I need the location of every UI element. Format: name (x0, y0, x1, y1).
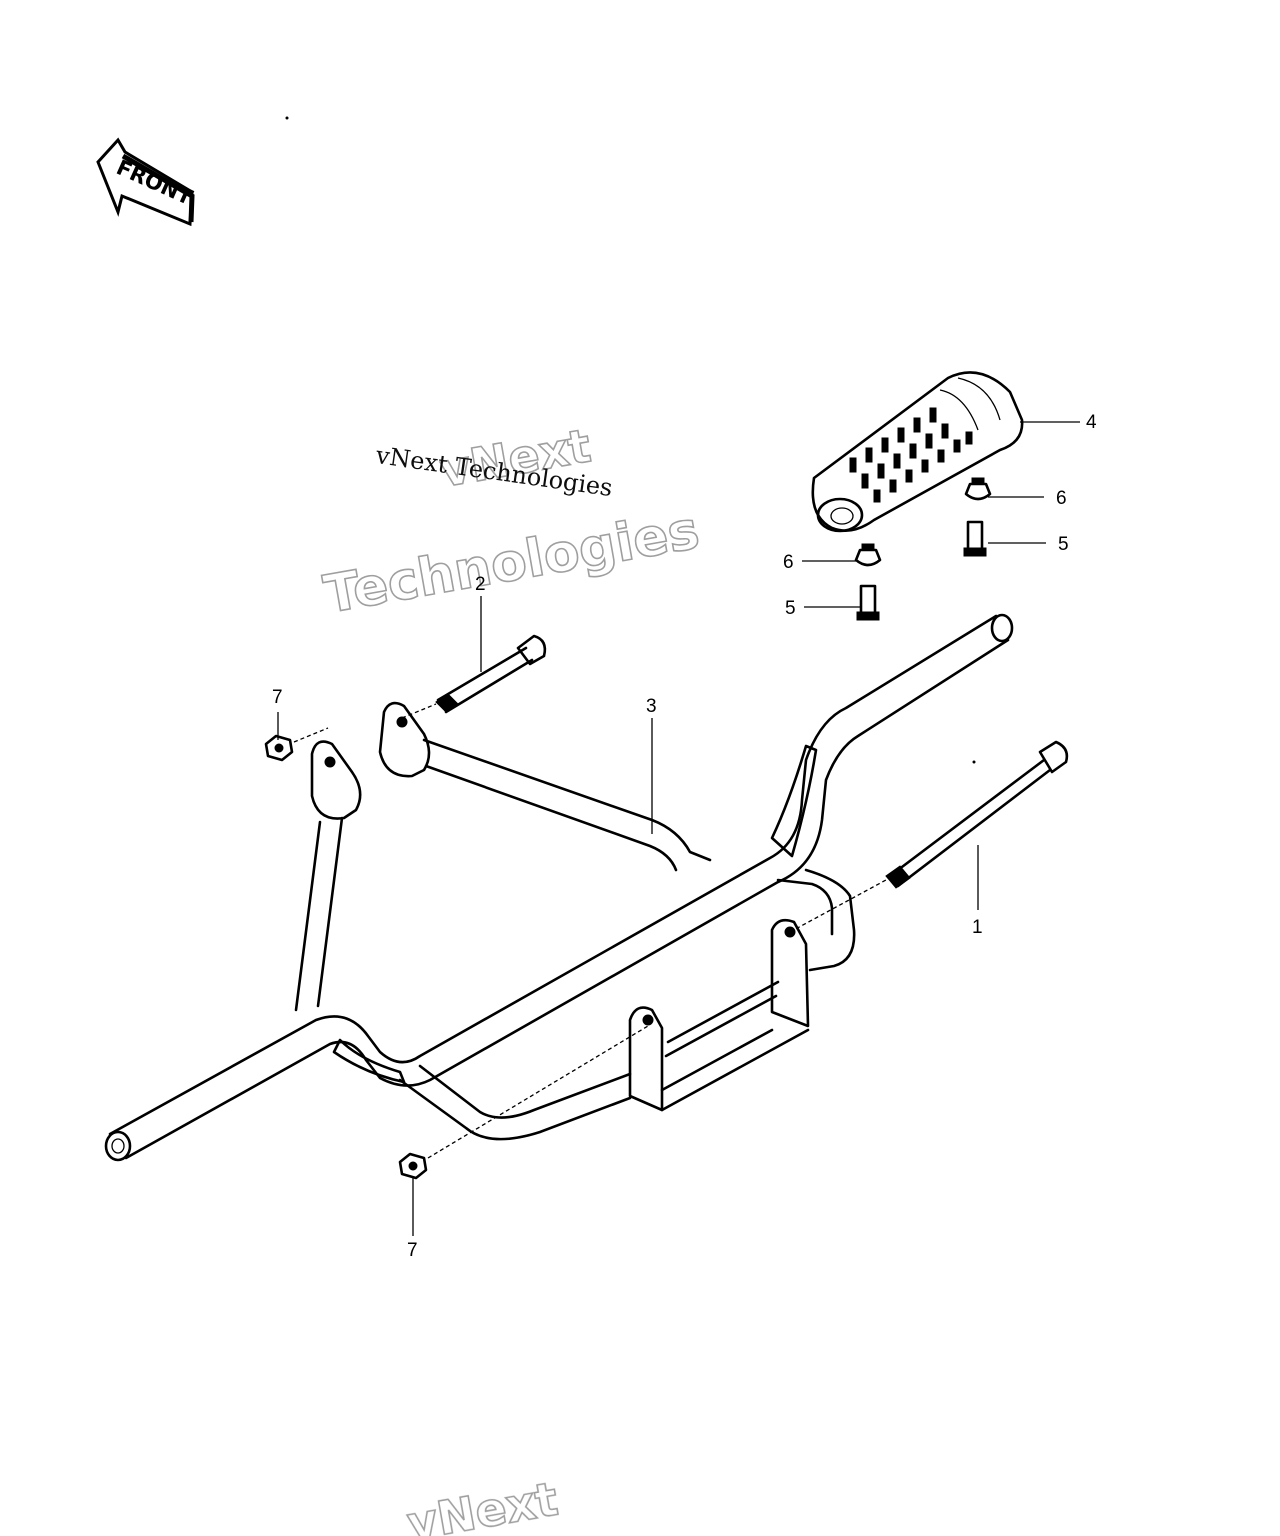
callout-7b: 7 (407, 1240, 418, 1261)
footpeg-rubber-icon (811, 371, 1024, 533)
front-arrow-icon: FRONT (96, 137, 197, 227)
callout-4: 4 (1086, 412, 1097, 433)
callout-6b: 6 (783, 552, 794, 573)
small-bolt-icon (856, 584, 880, 621)
watermark-outline-bottom: vNext (403, 1472, 561, 1536)
watermark: vNext Technologies vNext Technologies vN… (319, 418, 704, 1536)
watermark-outline-line2: Technologies (320, 501, 704, 626)
bolt-icon (401, 634, 547, 719)
long-bolt-icon (789, 740, 1069, 933)
speck (972, 760, 976, 764)
callout-2: 2 (475, 574, 486, 595)
callout-1: 1 (972, 917, 983, 938)
leader-lines (277, 421, 1080, 1236)
callout-5b: 5 (785, 598, 796, 619)
small-bolt-icon (963, 520, 987, 557)
speck (285, 116, 289, 120)
callout-6a: 6 (1056, 488, 1067, 509)
footrest-bar-icon (104, 613, 1014, 1162)
nut-icon (398, 1025, 649, 1180)
callout-7a: 7 (272, 687, 283, 708)
callout-3: 3 (646, 696, 657, 717)
callout-5a: 5 (1058, 534, 1069, 555)
collar-icon (854, 543, 882, 567)
nut-icon (264, 727, 329, 762)
collar-icon (964, 477, 992, 501)
